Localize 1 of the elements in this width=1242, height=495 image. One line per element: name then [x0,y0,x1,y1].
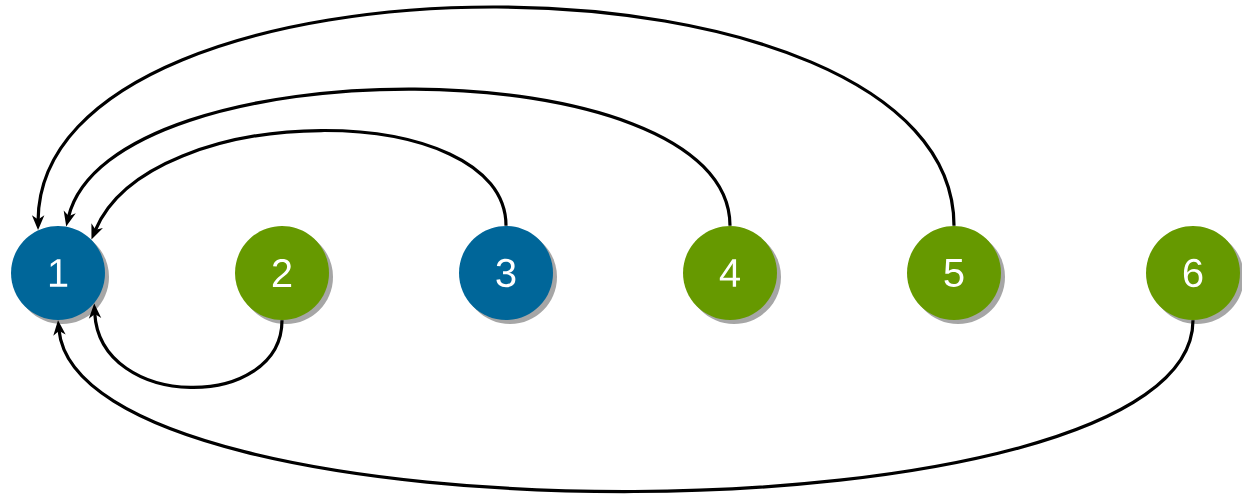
arrow [53,319,1195,493]
